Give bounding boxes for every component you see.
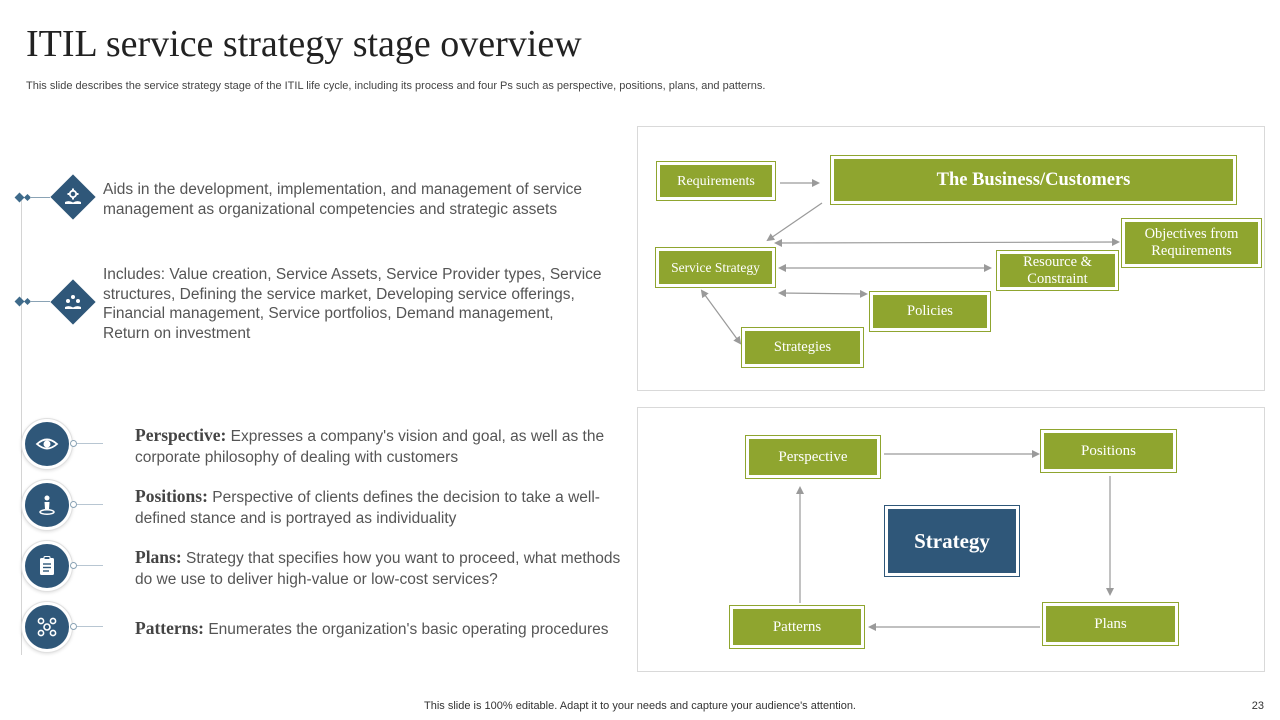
connector-dot [70,501,77,508]
perspective-icon-badge [21,418,73,470]
requirements-box: Requirements [656,161,776,201]
page-subtitle: This slide describes the service strateg… [26,80,766,92]
patterns-term: Patterns: [135,618,205,638]
person-location-icon [39,495,55,515]
timeline-marker [14,296,50,308]
positions-item: Positions: Perspective of clients define… [135,486,640,529]
pattern-icon [37,617,57,637]
perspective-box: Perspective [745,435,881,479]
connector-line [77,565,103,566]
page-title: ITIL service strategy stage overview [26,23,582,65]
arrow-service-objectives [774,238,1120,247]
strategy-box: Strategy [884,505,1020,577]
plans-box: Plans [1042,602,1179,646]
description-text: Includes: Value creation, Service Assets… [103,266,602,342]
footer-text: This slide is 100% editable. Adapt it to… [424,700,856,712]
connector-dot [70,562,77,569]
clipboard-icon [40,556,54,575]
positions-term: Positions: [135,486,208,506]
connector-dot [70,623,77,630]
perspective-item: Perspective: Expresses a company's visio… [135,425,640,468]
objectives-box: Objectives from Requirements [1121,218,1262,268]
arrow-service-policies [778,289,868,298]
description-text: Aids in the development, implementation,… [103,181,583,218]
page-number: 23 [1251,700,1264,712]
perspective-term: Perspective: [135,425,227,445]
business-customers-box: The Business/Customers [830,155,1237,205]
plans-item: Plans: Strategy that specifies how you w… [135,547,640,590]
plans-icon-badge [21,540,73,592]
resource-constraint-box: Resource & Constraint [996,250,1119,291]
timeline-line [21,195,22,655]
patterns-item: Patterns: Enumerates the organization's … [135,618,640,640]
connector-dot [70,440,77,447]
positions-box: Positions [1040,429,1177,473]
connector-line [77,504,103,505]
positions-text: Perspective of clients defines the decis… [135,489,600,527]
connector-line [77,626,103,627]
service-strategy-box: Service Strategy [655,247,776,288]
positions-icon-badge [21,479,73,531]
timeline-marker [14,192,50,204]
plans-term: Plans: [135,547,182,567]
arrow-service-strategies [700,289,742,345]
patterns-box: Patterns [729,605,865,649]
eye-icon [35,438,59,450]
patterns-icon-badge [21,601,73,653]
plans-text: Strategy that specifies how you want to … [135,550,621,588]
strategies-box: Strategies [741,327,864,368]
policies-box: Policies [869,291,991,332]
people-network-icon [50,279,96,325]
connector-line [77,443,103,444]
arrow-business-service [766,202,823,242]
perspective-text: Expresses a company's vision and goal, a… [135,428,605,466]
gear-hand-icon [50,174,96,220]
patterns-text: Enumerates the organization's basic oper… [204,621,609,638]
